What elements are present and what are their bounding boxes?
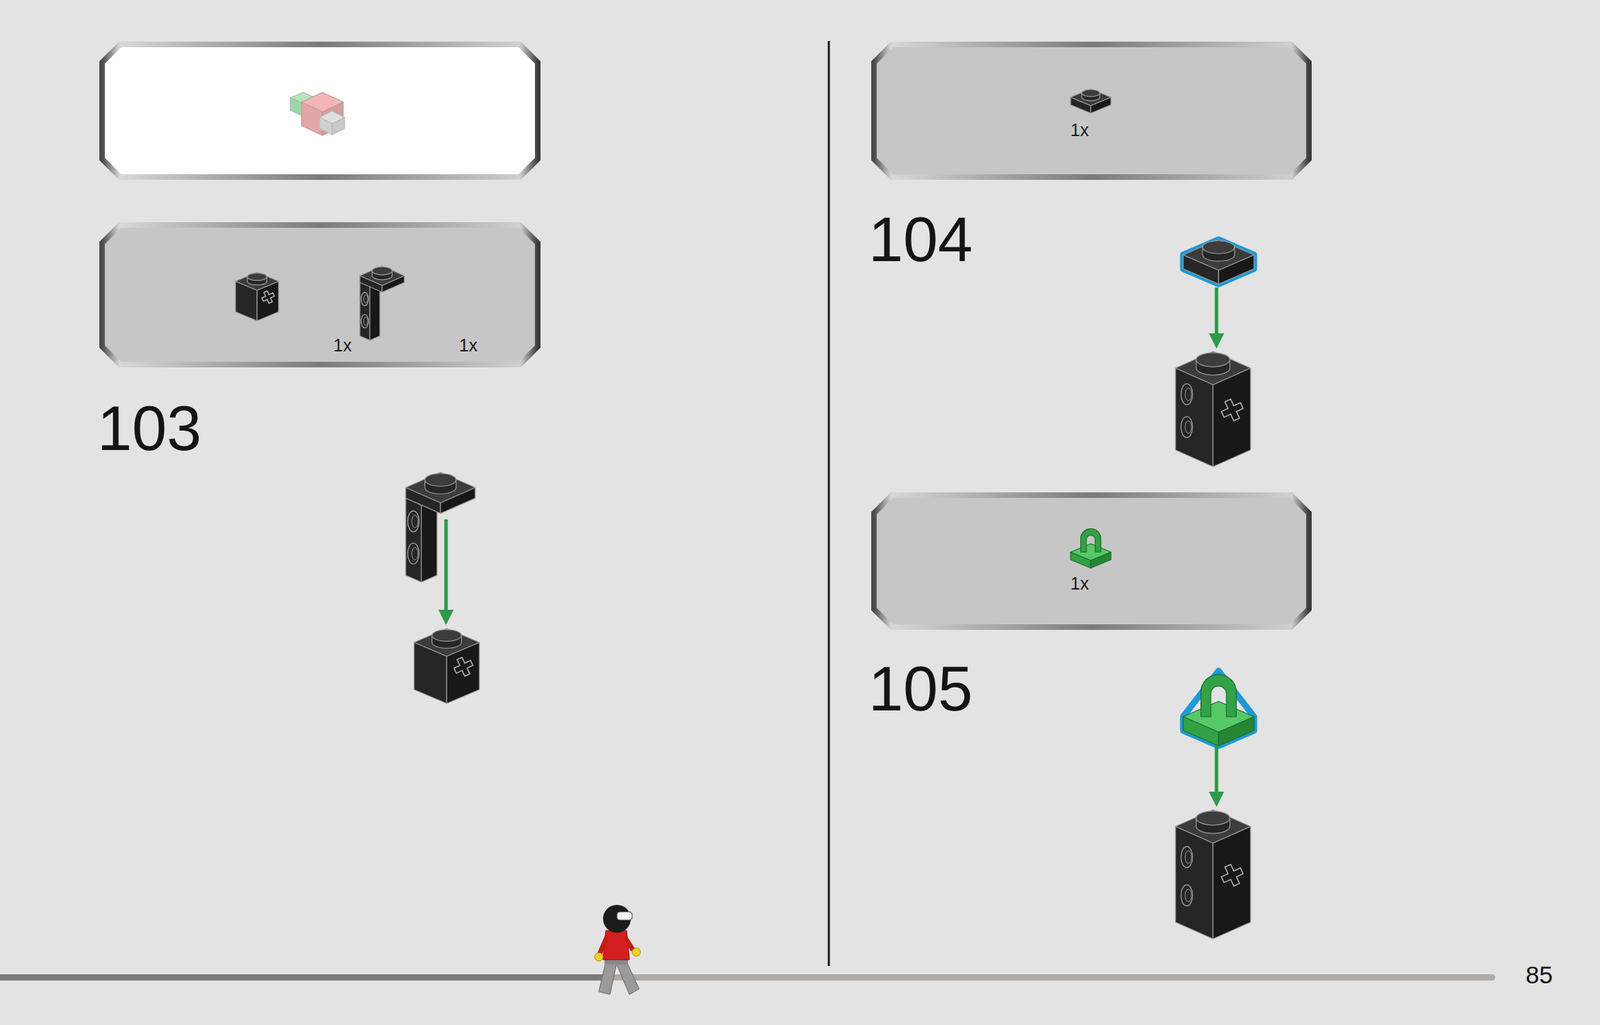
- submodel-preview: [290, 92, 345, 136]
- side-stud-ring: [1185, 388, 1192, 401]
- stud-top: [1081, 89, 1100, 97]
- side-stud: [361, 314, 369, 328]
- axle-mark: [1218, 861, 1247, 890]
- brick-face: [1175, 368, 1214, 467]
- brick-face: [405, 472, 476, 503]
- step-number: 103: [97, 397, 202, 460]
- progress-done: [0, 974, 613, 981]
- brick-face: [235, 272, 279, 291]
- side-stud: [361, 292, 369, 306]
- stud-top: [425, 473, 457, 487]
- side-stud: [1181, 384, 1193, 406]
- clip: [1201, 674, 1237, 717]
- brick-face: [1175, 351, 1251, 385]
- side-stud-ring: [1185, 889, 1192, 902]
- part-count: 1x: [333, 335, 352, 356]
- submodel-panel: [102, 44, 538, 178]
- assembly-arrow: [444, 519, 449, 613]
- clip: [1081, 528, 1102, 553]
- callout-part: [1070, 88, 1111, 114]
- brick-face: [1070, 543, 1111, 561]
- part-count: 1x: [1070, 573, 1089, 595]
- axle-mark: [259, 289, 276, 305]
- brick-face: [414, 628, 480, 657]
- callout-frame: [870, 491, 1313, 631]
- brick-face: [1183, 671, 1255, 747]
- assembly-arrow: [1215, 287, 1219, 337]
- arrow-head: [438, 609, 454, 626]
- assembly-arrow: [1215, 746, 1219, 795]
- brick-face: [1175, 810, 1251, 844]
- stud-top: [247, 273, 267, 281]
- axle-mark: [451, 655, 476, 680]
- stud-top: [1196, 811, 1231, 826]
- side-stud-ring: [364, 295, 369, 304]
- side-stud: [1181, 885, 1193, 906]
- side-stud: [1181, 416, 1193, 438]
- brick-face: [319, 111, 345, 124]
- brick-face: [1213, 368, 1251, 467]
- side-stud-ring: [411, 515, 419, 529]
- stud-top: [1196, 352, 1231, 367]
- side-stud-ring: [1185, 851, 1192, 864]
- brick-face: [359, 277, 370, 341]
- stud-top: [432, 630, 462, 642]
- side-stud: [407, 511, 420, 533]
- side-stud-ring: [1185, 421, 1192, 434]
- brick-face: [1183, 701, 1255, 733]
- side-stud-ring: [364, 317, 369, 326]
- brick-face: [1213, 826, 1251, 940]
- side-stud: [1181, 846, 1193, 868]
- stud-top: [1202, 241, 1235, 254]
- side-stud-ring: [411, 547, 419, 560]
- axle-mark: [1218, 396, 1247, 424]
- part-count: 1x: [459, 335, 478, 356]
- arrow-head: [1208, 333, 1225, 349]
- side-stud: [407, 543, 420, 565]
- parts-callout: 1x: [870, 491, 1313, 631]
- brick-face: [1070, 88, 1111, 106]
- step-number: 105: [868, 657, 973, 721]
- page-divider: [828, 40, 831, 967]
- brick-face: [301, 92, 344, 112]
- minifigure: [594, 905, 641, 995]
- brick-face: [1175, 826, 1214, 940]
- callout-frame: [870, 40, 1313, 181]
- part-count: 1x: [1070, 120, 1089, 141]
- stud-top: [372, 266, 393, 276]
- parts-callout: 1x: [870, 40, 1313, 181]
- parts-callout: 1x 1x: [98, 221, 542, 369]
- brick-face: [1183, 239, 1255, 271]
- arrow-head: [1208, 792, 1225, 808]
- step-number: 104: [868, 208, 973, 271]
- callout-part: [235, 266, 405, 341]
- callout-part: [1070, 528, 1111, 569]
- page-number: 85: [1525, 962, 1553, 988]
- progress-rest: [612, 974, 1496, 981]
- brick-face: [359, 266, 405, 286]
- brick-face: [1183, 239, 1255, 285]
